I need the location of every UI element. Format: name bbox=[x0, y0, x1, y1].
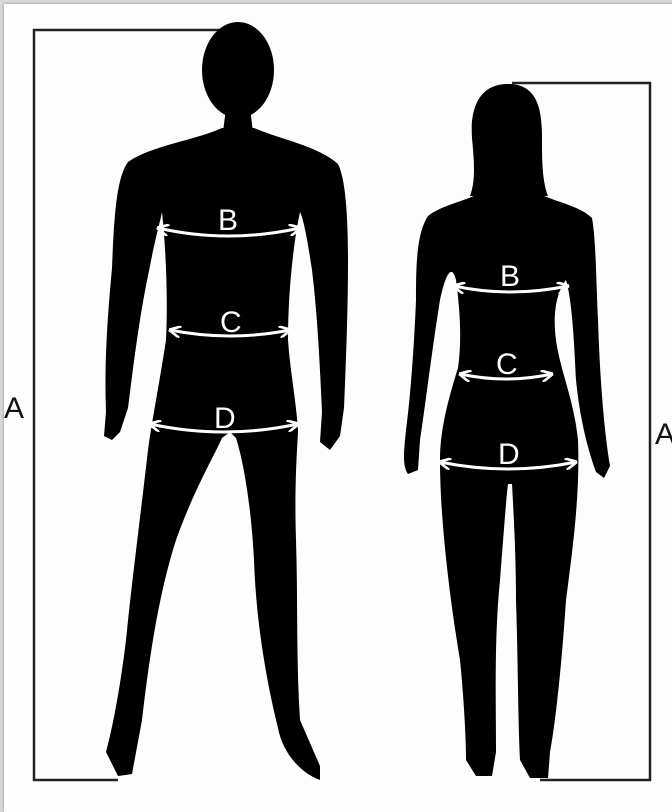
female-waist-label: C bbox=[496, 348, 518, 381]
male-silhouette bbox=[104, 22, 348, 780]
male-waist-label: C bbox=[220, 306, 242, 339]
female-silhouette bbox=[404, 84, 610, 778]
female-hip-label: D bbox=[498, 438, 520, 471]
female-height-label: A bbox=[655, 418, 672, 451]
male-height-label: A bbox=[4, 392, 24, 425]
male-chest-label: B bbox=[218, 204, 238, 237]
male-hip-label: D bbox=[214, 402, 236, 435]
female-chest-label: B bbox=[500, 260, 520, 293]
